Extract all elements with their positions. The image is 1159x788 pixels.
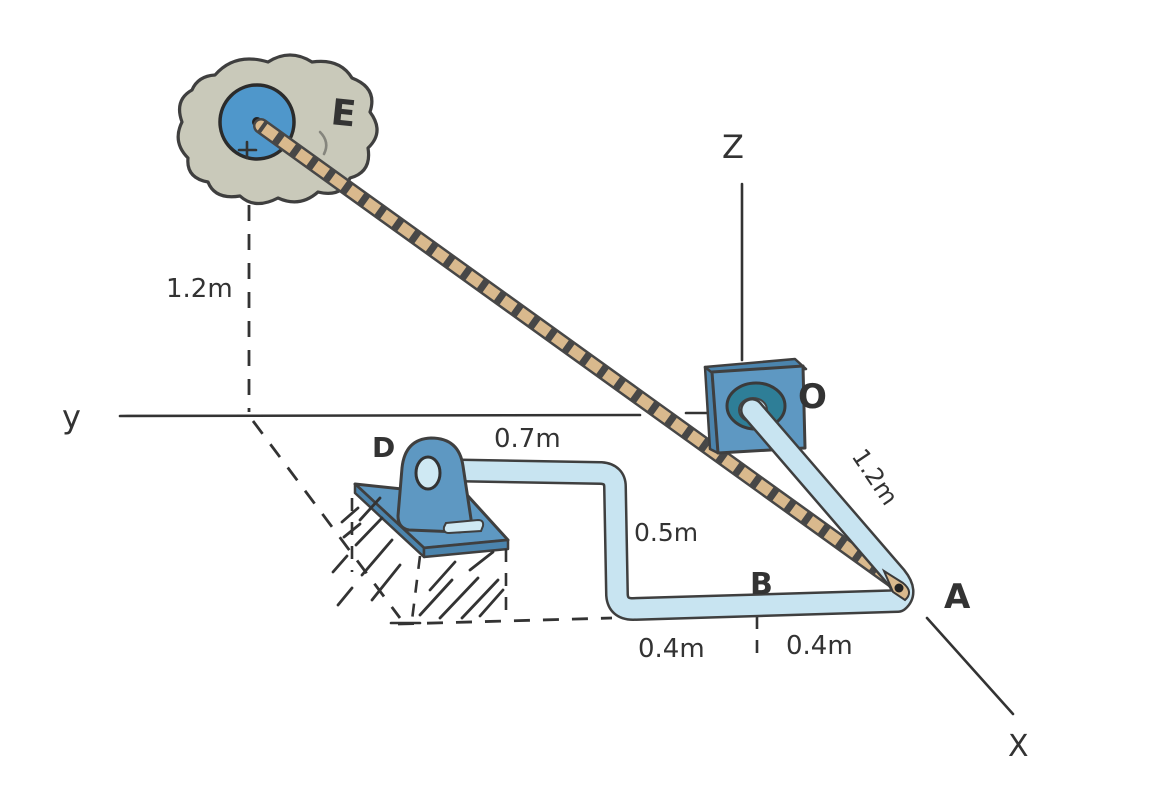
dim-drop: 0.5m — [634, 518, 698, 547]
plate-slot-mark — [442, 518, 485, 535]
coordinate-axes — [118, 182, 1015, 716]
bearing-hole — [414, 455, 442, 491]
label-axis-z: Z — [722, 128, 744, 166]
block-hatch-lines — [331, 496, 505, 620]
label-axis-x: X — [1008, 729, 1029, 764]
block-mid-dashed-edge — [410, 555, 422, 621]
rope-core — [255, 120, 907, 592]
label-axis-y: y — [62, 398, 81, 436]
rope-e-to-a — [253, 118, 909, 594]
label-point-o: O — [798, 377, 827, 417]
y-axis-line-left — [118, 413, 642, 418]
dim-top-run: 0.7m — [494, 424, 561, 454]
ground-bottom-dashed-line — [397, 616, 613, 626]
label-point-b: B — [750, 567, 773, 602]
bent-pipe — [421, 398, 915, 621]
support-block — [331, 496, 508, 625]
point-a-dot — [894, 583, 904, 593]
plate-edge-front — [422, 538, 510, 559]
disk-cross-mark — [237, 140, 258, 160]
label-point-d: D — [372, 431, 395, 464]
dim-left-half: 0.4m — [638, 634, 705, 664]
x-axis-line — [925, 616, 1015, 716]
dimension-labels: 1.2m 0.7m 0.5m 0.4m 0.4m 1.2m — [166, 274, 904, 664]
label-point-e: E — [329, 92, 358, 135]
ground-diagonal-dashed-line — [251, 420, 402, 619]
dim-wall-height: 1.2m — [166, 274, 233, 304]
bearing-bracket-d — [353, 436, 510, 559]
axis-labels: y Z X — [62, 128, 1029, 764]
blob-accent-arc — [318, 130, 328, 156]
construction-lines — [238, 176, 759, 664]
dim-right-half: 0.4m — [786, 631, 853, 661]
point-labels: E O A B D — [329, 92, 971, 617]
label-point-a: A — [944, 577, 971, 617]
dim-strut: 1.2m — [846, 444, 904, 511]
